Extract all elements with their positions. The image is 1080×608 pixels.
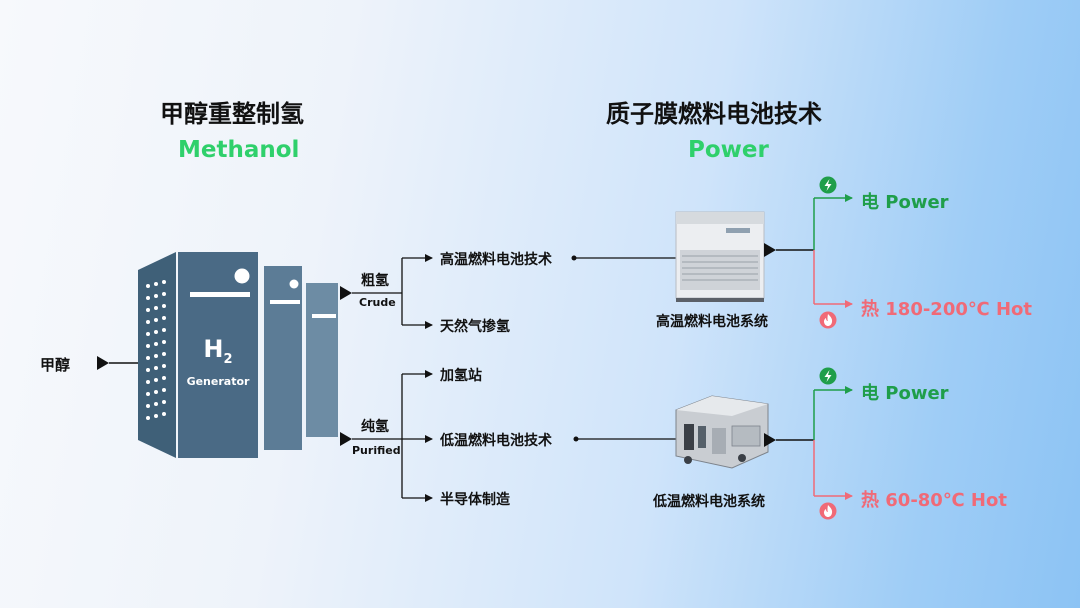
low-temp-system-label: 低温燃料电池系统	[653, 494, 765, 510]
left-subtitle: Methanol	[178, 137, 300, 163]
low-temp-link	[573, 436, 676, 442]
right-title: 质子膜燃料电池技术	[606, 100, 822, 128]
high-temp-link	[571, 255, 676, 261]
left-title: 甲醇重整制氢	[160, 100, 304, 128]
high-temp-system-label: 高温燃料电池系统	[656, 314, 768, 330]
methanol-input-label: 甲醇	[40, 356, 71, 374]
generator-h-text: H	[203, 335, 224, 363]
branch-semiconductor: 半导体制造	[440, 492, 510, 508]
methanol-input-arrow	[97, 356, 143, 370]
fire-icon	[819, 311, 837, 329]
branch-natural-gas-blend: 天然气掺氢	[440, 319, 510, 335]
high-temp-output-connector	[764, 194, 853, 308]
purified-connector	[340, 370, 433, 502]
right-subtitle: Power	[688, 137, 769, 163]
lightning-icon	[819, 176, 837, 194]
crude-connector	[340, 254, 433, 329]
lightning-icon	[819, 367, 837, 385]
generator-sub-text: 2	[223, 351, 233, 367]
branch-hydrogen-station: 加氢站	[440, 368, 482, 384]
low-temp-heat-output: 热 60-80℃ Hot	[861, 490, 1007, 511]
low-temp-output-connector	[764, 386, 853, 500]
crude-cn-label: 粗氢	[361, 273, 389, 289]
branch-high-temp-tech: 高温燃料电池技术	[440, 252, 552, 268]
high-temp-power-output: 电 Power	[861, 192, 949, 213]
low-temp-system-image	[675, 395, 769, 469]
generator-label: H2 Generator	[178, 336, 258, 388]
purified-cn-label: 纯氢	[361, 419, 389, 435]
crude-en-label: Crude	[359, 296, 396, 309]
high-temp-heat-output: 热 180-200℃ Hot	[861, 299, 1032, 320]
generator-name: Generator	[186, 374, 250, 388]
fire-icon	[819, 502, 837, 520]
low-temp-power-output: 电 Power	[861, 383, 949, 404]
purified-en-label: Purified	[352, 444, 401, 457]
h2-generator-machine	[138, 252, 338, 458]
high-temp-system-image	[675, 211, 765, 302]
vent-dots	[146, 280, 166, 420]
branch-low-temp-tech: 低温燃料电池技术	[440, 433, 552, 449]
